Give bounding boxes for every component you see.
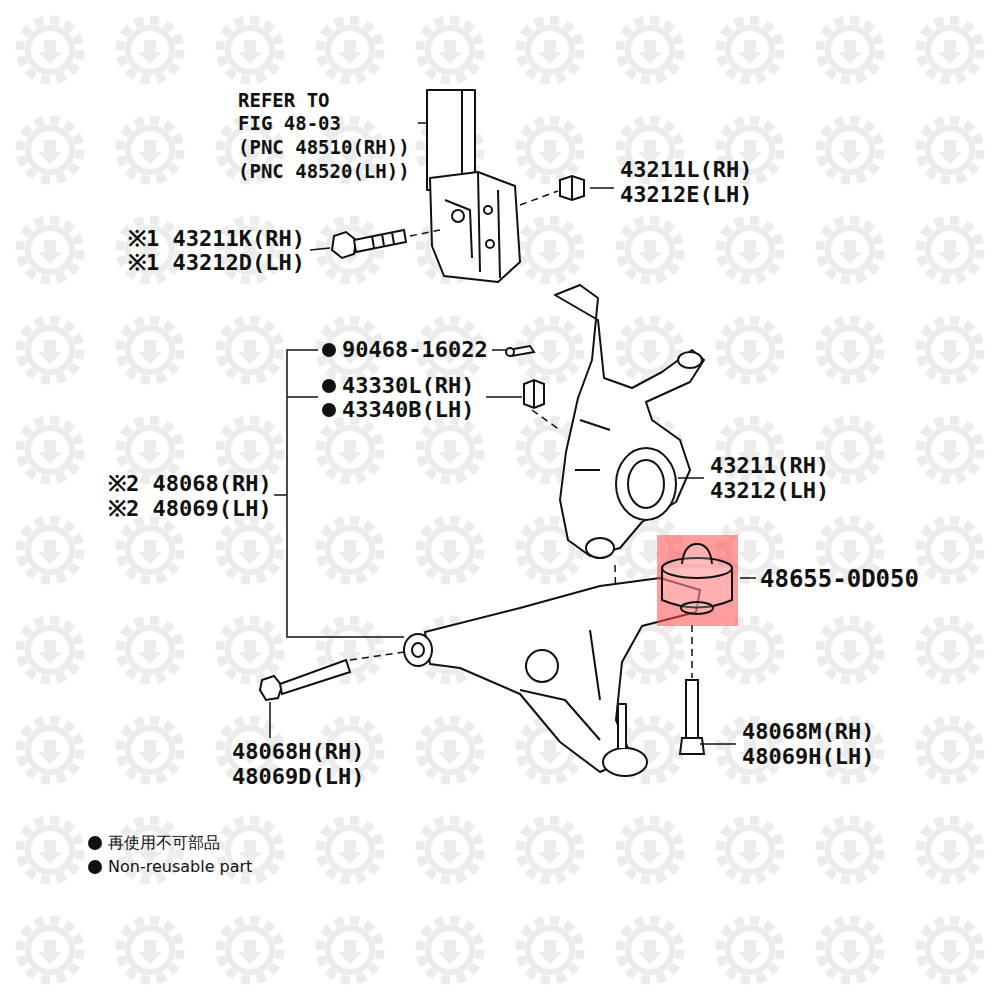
bolt-43211K bbox=[332, 230, 406, 258]
leader-line bbox=[270, 123, 756, 744]
nut-43211L bbox=[560, 176, 584, 200]
legend-text: Non-reusable part bbox=[108, 859, 252, 875]
bushing bbox=[662, 544, 732, 614]
part-number: 48655-0D050 bbox=[760, 567, 919, 591]
part-number: 43330L(RH) bbox=[342, 375, 474, 397]
part-number: 43211L(RH) bbox=[620, 159, 752, 181]
legend-text: 再使用不可部品 bbox=[108, 835, 220, 851]
part-number: 48069D(LH) bbox=[232, 766, 364, 788]
bolt-48068M bbox=[680, 680, 704, 754]
part-number: (PNC 48510(RH)) bbox=[238, 138, 410, 157]
part-number: FIG 48-03 bbox=[238, 114, 341, 133]
part-number: 43212(LH) bbox=[710, 480, 829, 502]
bolt-48068H bbox=[260, 660, 350, 700]
part-number: ※1 43212D(LH) bbox=[128, 252, 305, 274]
part-number: ※2 48068(RH) bbox=[108, 473, 272, 495]
part-number: 48068H(RH) bbox=[232, 741, 364, 763]
part-number: 43211(RH) bbox=[710, 455, 829, 477]
part-number: ※1 43211K(RH) bbox=[128, 228, 305, 250]
part-number: 43340B(LH) bbox=[342, 399, 474, 421]
part-number: (PNC 48520(LH)) bbox=[238, 162, 410, 181]
lower-arm bbox=[404, 578, 700, 776]
part-number: 48068M(RH) bbox=[742, 721, 874, 743]
part-number: 48069H(LH) bbox=[742, 746, 874, 768]
highlight bbox=[657, 535, 738, 626]
part-number: REFER TO bbox=[238, 91, 330, 110]
part-number: ※2 48069(LH) bbox=[108, 498, 272, 520]
cotter-pin bbox=[506, 346, 534, 356]
strut bbox=[427, 90, 520, 282]
steering-knuckle bbox=[555, 285, 704, 558]
non-reusable-dot bbox=[88, 343, 336, 874]
castle-nut bbox=[524, 380, 544, 408]
part-number: 90468-16022 bbox=[342, 339, 488, 361]
part-number: 43212E(LH) bbox=[620, 184, 752, 206]
